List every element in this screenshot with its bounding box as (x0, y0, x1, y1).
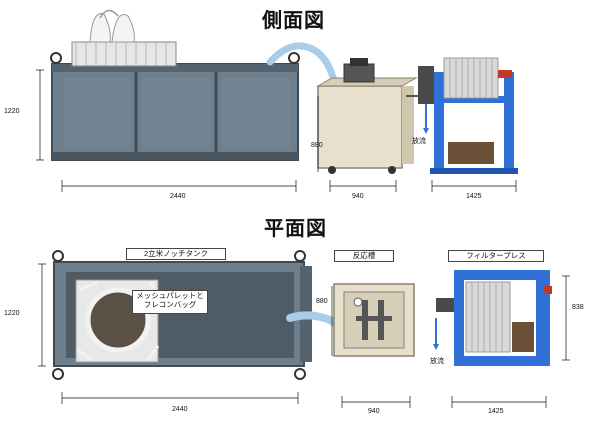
plan-bag-label: メッシュパレットと フレコンバッグ (132, 290, 208, 314)
plan-reactor-depth-label: 880 (316, 298, 328, 305)
plan-press-width-label: 1425 (488, 408, 504, 415)
plan-reactor-label: 反応槽 (334, 250, 394, 262)
plan-dimension-lines (38, 263, 570, 408)
side-tank-height-label: 1220 (4, 108, 20, 115)
side-notch-tank (50, 52, 300, 161)
plan-reactor (333, 283, 415, 357)
side-filter-press (418, 57, 518, 174)
side-view-title: 側面図 (262, 8, 325, 32)
plan-tank-length-label: 2440 (172, 406, 188, 413)
plan-filter-press (433, 270, 552, 366)
plan-bag-label-line1: メッシュパレットと (136, 291, 204, 300)
side-mesh-pallet (71, 9, 177, 67)
plan-press-label: フィルタープレス (448, 250, 544, 262)
plan-reactor-width-label: 940 (368, 408, 380, 415)
plan-press-depth-label: 838 (572, 304, 584, 311)
side-dimension-lines (36, 69, 517, 192)
side-tank-length-label: 2440 (170, 193, 186, 200)
side-press-width-label: 1425 (466, 193, 482, 200)
plan-tank-width-label: 1220 (4, 310, 20, 317)
side-hose (266, 42, 340, 94)
side-discharge-label: 放流 (412, 138, 426, 145)
plan-view-title: 平面図 (264, 216, 327, 240)
plan-tank-label: 2立米ノッチタンク (126, 248, 226, 260)
side-reactor (316, 58, 420, 174)
plan-bag-label-line2: フレコンバッグ (143, 300, 197, 310)
side-reactor-width-label: 940 (352, 193, 364, 200)
plan-discharge-label: 放流 (430, 358, 444, 365)
plan-mesh-pallet (75, 279, 160, 363)
side-reactor-height-label: 880 (311, 142, 323, 149)
